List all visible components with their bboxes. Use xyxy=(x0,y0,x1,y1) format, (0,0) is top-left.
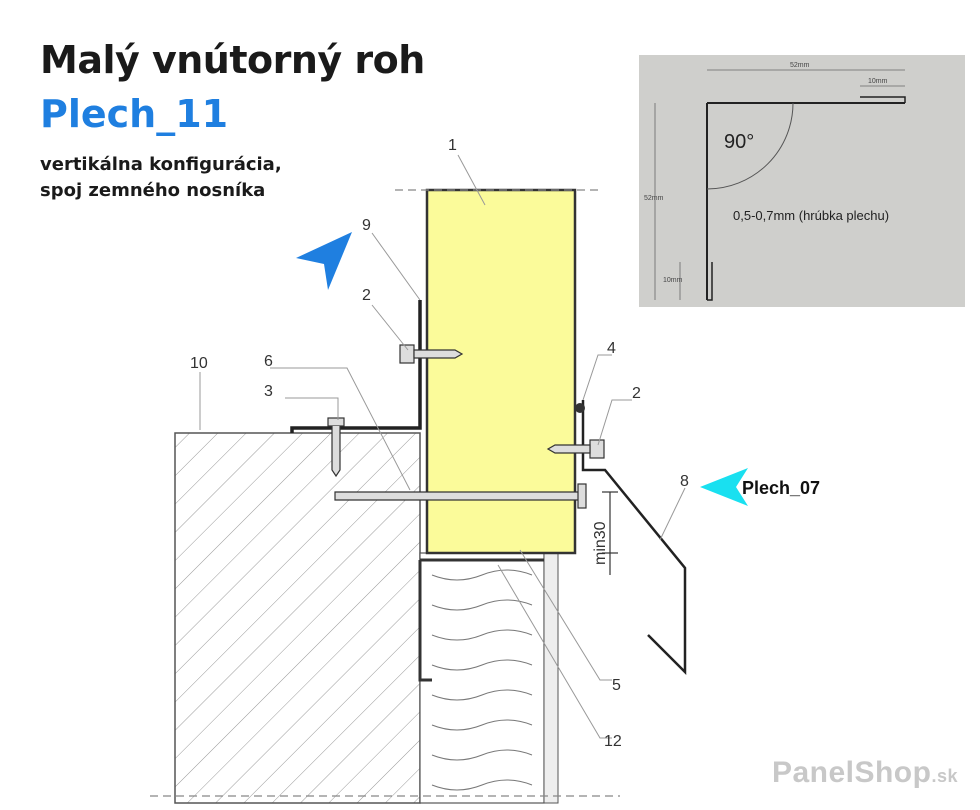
inset-dim-left: 52mm xyxy=(644,195,664,202)
callout-9: 9 xyxy=(362,217,371,234)
leader-lines xyxy=(199,154,686,739)
callout-2-left: 2 xyxy=(362,287,371,304)
callout-12: 12 xyxy=(604,733,622,750)
drip-flashing xyxy=(581,400,687,676)
plech07-label: Plech_07 xyxy=(742,478,820,498)
callout-5: 5 xyxy=(612,677,621,694)
brand-name: PanelShop xyxy=(771,756,932,789)
description-line-1: vertikálna konfigurácia, xyxy=(40,154,282,175)
cyan-arrow-icon xyxy=(700,468,748,506)
callout-3: 3 xyxy=(264,383,273,400)
profile-inset: 90° 0,5-0,7mm (hrúbka plechu) 52mm 10mm … xyxy=(639,55,965,307)
inset-dim-top-small: 10mm xyxy=(868,78,888,85)
plinth-board xyxy=(543,552,559,804)
callout-4: 4 xyxy=(607,340,616,357)
dimension-text: min30 xyxy=(592,521,609,565)
insulation-waves xyxy=(431,569,533,791)
callout-6: 6 xyxy=(264,353,273,370)
screw-2-right xyxy=(546,439,605,459)
inset-thickness: 0,5-0,7mm (hrúbka plechu) xyxy=(733,208,889,223)
page-title: Malý vnútorný roh xyxy=(40,38,425,82)
callout-10: 10 xyxy=(190,355,208,372)
screw-2-left xyxy=(399,344,464,364)
corner-flashing xyxy=(290,300,422,433)
description-line-2: spoj zemného nosníka xyxy=(40,180,266,201)
rivet-4 xyxy=(575,403,585,413)
callout-8: 8 xyxy=(680,473,689,490)
bolt-6 xyxy=(334,483,587,509)
brand-logo: PanelShop.sk xyxy=(772,756,958,790)
ground-beam-profile xyxy=(418,558,544,682)
anchor-3 xyxy=(327,417,345,478)
inset-angle: 90° xyxy=(724,131,754,153)
callout-1: 1 xyxy=(448,137,457,154)
inset-dim-left-small: 10mm xyxy=(663,277,683,284)
page-subtitle: Plech_11 xyxy=(40,92,229,136)
inset-dim-top: 52mm xyxy=(790,62,810,69)
brand-suffix: .sk xyxy=(931,766,958,786)
blue-arrow-icon xyxy=(296,232,352,290)
callout-2-right: 2 xyxy=(632,385,641,402)
plinth-insulation xyxy=(419,552,545,804)
masonry-wall xyxy=(174,432,421,804)
